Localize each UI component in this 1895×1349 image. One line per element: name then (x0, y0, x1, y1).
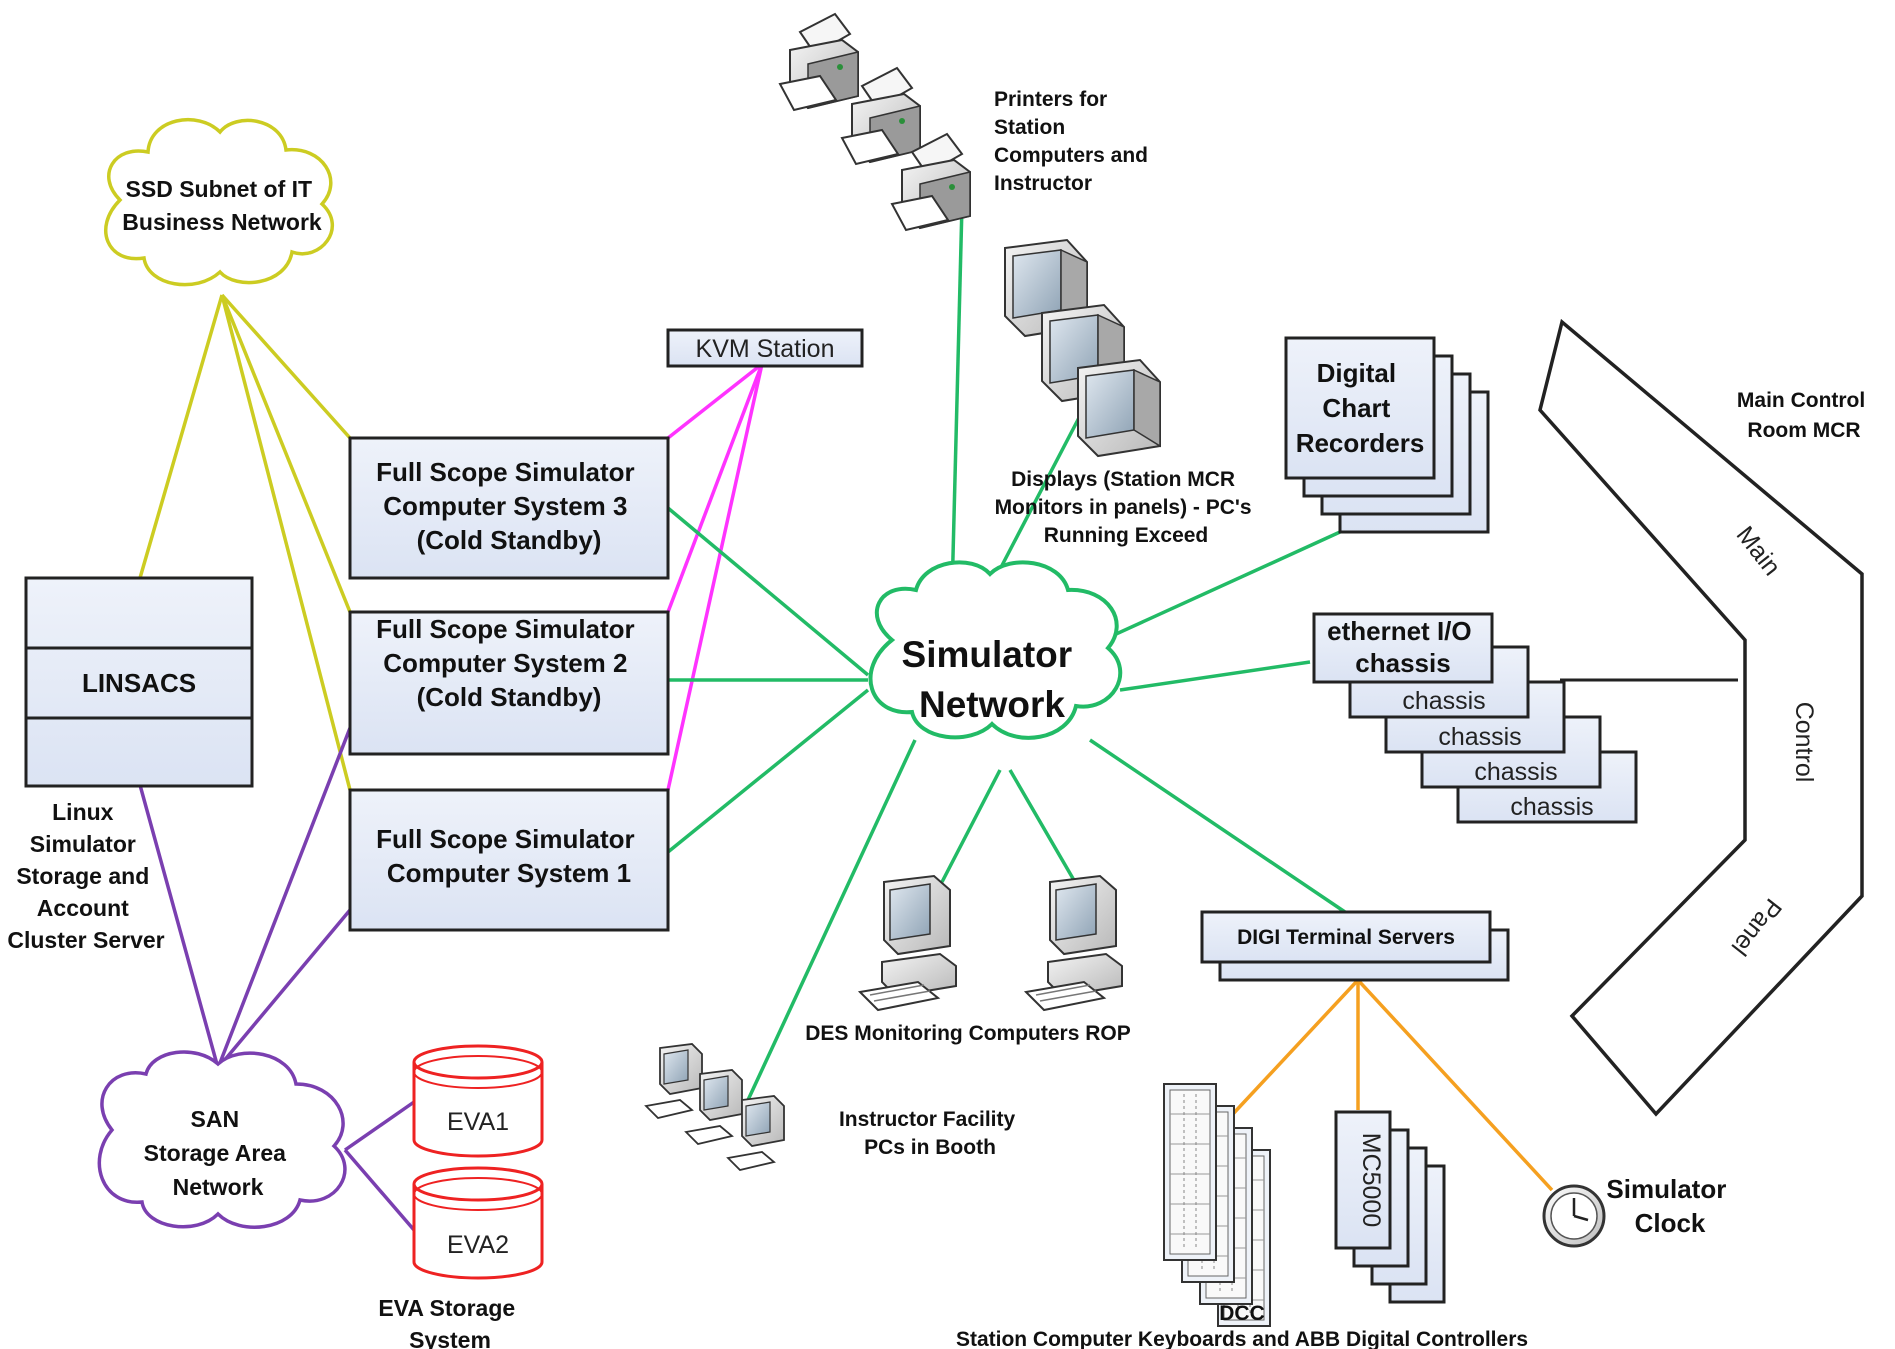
full-scope-system-2: Full Scope Simulator Computer System 2 (… (348, 610, 670, 756)
simulator-network-cloud: Simulator Network (868, 560, 1123, 740)
mcr-title-line-2: Room MCR (1747, 419, 1860, 442)
fss1-line-1: Full Scope Simulator (376, 824, 635, 854)
svg-text:SSD Subnet of IT Busines: SSD Subnet of IT Business Network (122, 176, 322, 235)
mcr-control-label: Control (1790, 702, 1818, 783)
monitor-icon (1077, 359, 1161, 457)
monitoring-caption: DES Monitoring Computers ROP (805, 1022, 1131, 1045)
san-cloud-line-2: Storage Area (144, 1140, 287, 1166)
bottom-caption: Station Computer Keyboards and ABB Digit… (956, 1328, 1528, 1349)
full-scope-system-3: Full Scope Simulator Computer System 3 (… (348, 436, 670, 580)
chassis-label: chassis (1402, 687, 1485, 715)
san-cloud: SAN Storage Area Network (97, 1050, 347, 1229)
dcc-controllers (1163, 1083, 1271, 1327)
chassis-label: chassis (1438, 723, 1521, 751)
simnet-line-2: Network (919, 684, 1065, 725)
chassis-label: chassis (1510, 793, 1593, 821)
ssd-subnet-cloud: SSD Subnet of IT Business Network (104, 117, 335, 287)
fss1-line-2: Computer System 1 (387, 858, 631, 888)
kvm-links (666, 362, 764, 791)
main-control-room-panel: Main Control Room MCR Main Control Panel (1538, 318, 1871, 1117)
ethernet-io-line-1: ethernet I/O (1327, 616, 1471, 646)
svg-text:Main Control Room MCR: Main Control Room MCR (1737, 389, 1871, 442)
clock-caption: Simulator Clock (1606, 1174, 1733, 1238)
chart-recorders-line-1: Digital (1317, 358, 1396, 388)
displays-caption: Displays (Station MCR Monitors in panels… (995, 468, 1258, 547)
fss2-line-2: Computer System 2 (383, 648, 627, 678)
printers (779, 13, 971, 231)
computer-icon (1025, 875, 1123, 1011)
simulator-network-links (666, 204, 1346, 1101)
dcc-label: DCC (1219, 1302, 1265, 1325)
instructor-caption: Instructor Facility PCs in Booth (839, 1108, 1021, 1159)
displays (1004, 239, 1161, 457)
mcr-title-line-1: Main Control (1737, 389, 1865, 412)
linsacs-label: LINSACS (82, 668, 196, 698)
mc5000-controllers: MC5000 (1334, 1110, 1446, 1304)
ethernet-io-chassis: chassis chassis chassis chassis ethernet… (1312, 612, 1638, 824)
eva1-label: EVA1 (447, 1108, 509, 1136)
kvm-station: KVM Station (666, 328, 864, 368)
computer-icon (859, 875, 957, 1011)
printers-caption: Printers for Station Computers and Instr… (994, 88, 1154, 195)
simulator-clock (1542, 1184, 1606, 1248)
full-scope-system-1: Full Scope Simulator Computer System 1 (348, 788, 670, 932)
linsacs-caption: Linux Simulator Storage and Account Clus… (7, 799, 164, 953)
fss2-line-1: Full Scope Simulator (376, 614, 635, 644)
digital-chart-recorders: Digital Chart Recorders (1284, 336, 1490, 534)
svg-text:Simulator Network: Simulator Network (902, 634, 1083, 725)
svg-text:Full Scope Simulator Com: Full Scope Simulator Computer System 1 (376, 824, 642, 888)
chart-recorders-line-3: Recorders (1296, 428, 1425, 458)
terminal-server-links (1230, 978, 1554, 1192)
printer-icon (779, 13, 859, 111)
fss3-line-3: (Cold Standby) (417, 525, 602, 555)
san-cloud-line-1: SAN (191, 1106, 240, 1132)
svg-text:Full Scope Simulator Com: Full Scope Simulator Computer System 3 (… (376, 457, 642, 555)
fss2-line-3: (Cold Standby) (417, 682, 602, 712)
linsacs-server: LINSACS (24, 576, 254, 788)
controller-icon (1163, 1083, 1217, 1261)
ethernet-io-line-2: chassis (1355, 648, 1450, 678)
eva-storage-caption: EVA Storage System (378, 1295, 521, 1349)
digi-terminal-servers: DIGI Terminal Servers (1200, 910, 1510, 982)
eva2-storage: EVA2 (412, 1166, 544, 1280)
digi-label: DIGI Terminal Servers (1237, 926, 1455, 949)
svg-text:ethernet I/O chassis: ethernet I/O chassis (1327, 616, 1479, 678)
computer-icon (645, 1043, 703, 1119)
monitoring-computers (859, 875, 1123, 1011)
eva2-label: EVA2 (447, 1231, 509, 1259)
ssd-cloud-line-2: Business Network (122, 209, 322, 235)
fss3-line-1: Full Scope Simulator (376, 457, 635, 487)
chart-recorders-line-2: Chart (1322, 393, 1390, 423)
san-cloud-line-3: Network (173, 1174, 264, 1200)
svg-text:Full Scope Simulator Com: Full Scope Simulator Computer System 2 (… (376, 614, 642, 712)
chassis-label: chassis (1474, 758, 1557, 786)
simnet-line-1: Simulator (902, 634, 1073, 675)
svg-text:Digital Chart Reco: Digital Chart Recorders (1296, 358, 1425, 458)
fss3-line-2: Computer System 3 (383, 491, 627, 521)
business-network-links (138, 293, 352, 791)
clock-hand-icon (1573, 1214, 1589, 1222)
mc5000-label: MC5000 (1357, 1133, 1385, 1228)
svg-text:SAN Storage Area N: SAN Storage Area Network (144, 1106, 293, 1200)
eva1-storage: EVA1 (412, 1044, 544, 1158)
ssd-cloud-line-1: SSD Subnet of IT (126, 176, 313, 202)
san-links (138, 727, 416, 1232)
kvm-label: KVM Station (696, 335, 835, 363)
